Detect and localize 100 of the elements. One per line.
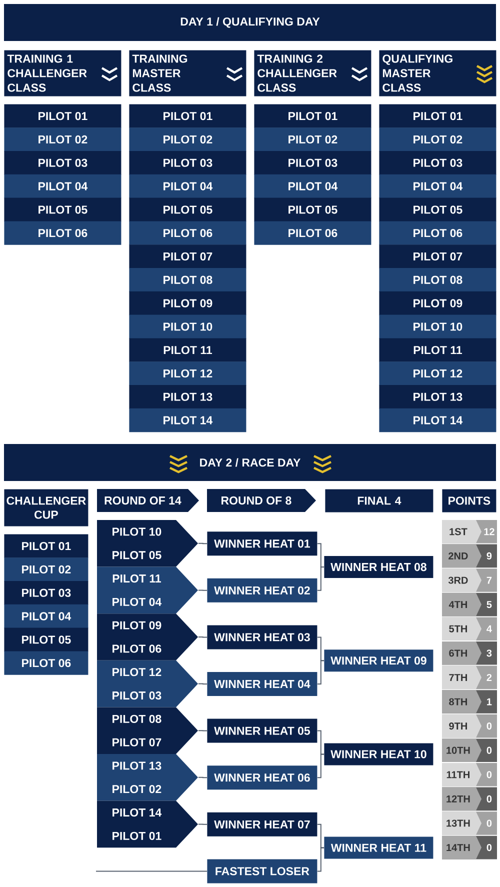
heat-block: PILOT 09 PILOT 06 <box>97 614 198 660</box>
heat-block: PILOT 11 PILOT 04 <box>97 566 198 614</box>
section-header: DAY 1 / QUALIFYING DAY <box>4 4 496 41</box>
pilot-row: PILOT 13 <box>129 385 246 409</box>
pilot-row: PILOT 06 <box>4 221 122 245</box>
pilot-row: PILOT 10 <box>129 314 246 338</box>
pilot-row: PILOT 14 <box>379 408 496 432</box>
class-header: TRAINING 1 CHALLENGER CLASS <box>4 50 122 96</box>
pilot-row: PILOT 05 <box>4 628 88 652</box>
pilot-row: PILOT 02 <box>4 558 88 582</box>
pilot-row: PILOT 01 <box>4 104 122 128</box>
heat-box: FASTEST LOSER <box>207 859 318 884</box>
points-row: 10TH 0 <box>442 738 497 762</box>
pilot-row: PILOT 01 <box>129 104 246 128</box>
bracket-line <box>316 566 324 591</box>
pilot-row: PILOT 02 <box>4 128 122 152</box>
pilot-row: PILOT 03 <box>129 151 246 175</box>
connector-line <box>198 590 208 591</box>
connector-line <box>198 683 208 684</box>
pilot-row: PILOT 03 <box>4 151 122 175</box>
pilot-row: PILOT 09 <box>129 291 246 316</box>
points-row: 2ND 9 <box>442 544 497 568</box>
pilot-row: PILOT 07 <box>379 244 496 268</box>
pilot-row: PILOT 12 <box>379 362 496 386</box>
heat-box: WINNER HEAT 10 <box>324 743 434 766</box>
heat-box: WINNER HEAT 04 <box>207 672 318 696</box>
column-header: CHALLENGER CUP <box>4 489 88 526</box>
bracket-line <box>316 847 324 872</box>
heat-box: WINNER HEAT 08 <box>324 556 434 578</box>
column-header: FINAL 4 <box>325 489 434 512</box>
heat-box: WINNER HEAT 03 <box>207 625 318 650</box>
class-header: QUALIFYING MASTER CLASS <box>379 50 496 96</box>
pilot-row: PILOT 08 <box>129 268 246 292</box>
pilot-row: PILOT 02 <box>254 128 372 152</box>
pilot-row: PILOT 07 <box>129 244 246 268</box>
bracket-line <box>316 543 324 568</box>
pilot-row: PILOT 06 <box>379 221 496 245</box>
pilot-row: PILOT 12 <box>129 362 246 386</box>
section-header: DAY 2 / RACE DAY <box>4 444 496 481</box>
points-row: 11TH 0 <box>442 763 497 786</box>
pilot-row: PILOT 03 <box>379 151 496 175</box>
heat-block: PILOT 08 PILOT 07 <box>97 707 198 754</box>
points-row: 6TH 3 <box>442 642 497 665</box>
points-row: 12TH 0 <box>442 787 497 811</box>
heat-box: WINNER HEAT 02 <box>207 578 318 602</box>
pilot-row: PILOT 01 <box>254 104 372 128</box>
connector-line <box>198 730 208 732</box>
pilot-row: PILOT 01 <box>4 534 88 558</box>
pilot-row: PILOT 02 <box>379 128 496 152</box>
heat-box: WINNER HEAT 09 <box>324 650 434 672</box>
pilot-row: PILOT 06 <box>4 651 88 675</box>
pilot-row: PILOT 04 <box>4 174 122 198</box>
bracket-line <box>316 754 324 778</box>
points-row: 4TH 5 <box>442 592 497 616</box>
heat-block: PILOT 12 PILOT 03 <box>97 660 198 708</box>
column-header: POINTS <box>442 489 496 512</box>
bracket-line <box>316 730 324 755</box>
connector-line <box>198 542 208 544</box>
heat-block: PILOT 13 PILOT 02 <box>97 754 198 801</box>
pilot-row: PILOT 04 <box>254 174 372 198</box>
class-header: TRAINING 2 CHALLENGER CLASS <box>254 50 372 96</box>
pilot-row: PILOT 10 <box>379 314 496 338</box>
pilot-row: PILOT 08 <box>379 268 496 292</box>
pilot-row: PILOT 05 <box>4 198 122 222</box>
pilot-row: PILOT 06 <box>129 221 246 245</box>
connector-line <box>198 636 208 638</box>
pilot-row: PILOT 03 <box>4 581 88 605</box>
heat-block: PILOT 10 PILOT 05 <box>97 520 198 567</box>
column-header: ROUND OF 8 <box>207 489 316 512</box>
heat-block: PILOT 14 PILOT 01 <box>97 800 198 848</box>
pilot-row: PILOT 11 <box>379 338 496 362</box>
connector-line <box>198 824 208 825</box>
pilot-row: PILOT 05 <box>254 198 372 222</box>
heat-box: WINNER HEAT 01 <box>207 532 318 556</box>
heat-box: WINNER HEAT 11 <box>324 836 434 859</box>
points-row: 14TH 0 <box>442 836 497 860</box>
connector-line <box>96 870 208 872</box>
pilot-row: PILOT 09 <box>379 291 496 316</box>
pilot-row: PILOT 06 <box>254 221 372 245</box>
points-row: 1ST 12 <box>442 520 497 544</box>
pilot-row: PILOT 03 <box>254 151 372 175</box>
pilot-row: PILOT 11 <box>129 338 246 362</box>
bracket-line <box>316 824 324 848</box>
pilot-row: PILOT 14 <box>129 408 246 432</box>
points-row: 7TH 2 <box>442 666 497 690</box>
points-row: 3RD 7 <box>442 568 497 592</box>
heat-box: WINNER HEAT 06 <box>207 766 318 790</box>
pilot-row: PILOT 04 <box>379 174 496 198</box>
pilot-row: PILOT 04 <box>4 604 88 628</box>
pilot-row: PILOT 05 <box>379 198 496 222</box>
heat-box: WINNER HEAT 05 <box>207 718 318 743</box>
class-header: TRAINING MASTER CLASS <box>129 50 246 96</box>
pilot-row: PILOT 02 <box>129 128 246 152</box>
pilot-row: PILOT 13 <box>379 385 496 409</box>
points-row: 13TH 0 <box>442 812 497 835</box>
points-row: 8TH 1 <box>442 690 497 714</box>
bracket-line <box>316 660 324 684</box>
points-row: 9TH 0 <box>442 714 497 738</box>
heat-box: WINNER HEAT 07 <box>207 812 318 836</box>
pilot-row: PILOT 01 <box>379 104 496 128</box>
